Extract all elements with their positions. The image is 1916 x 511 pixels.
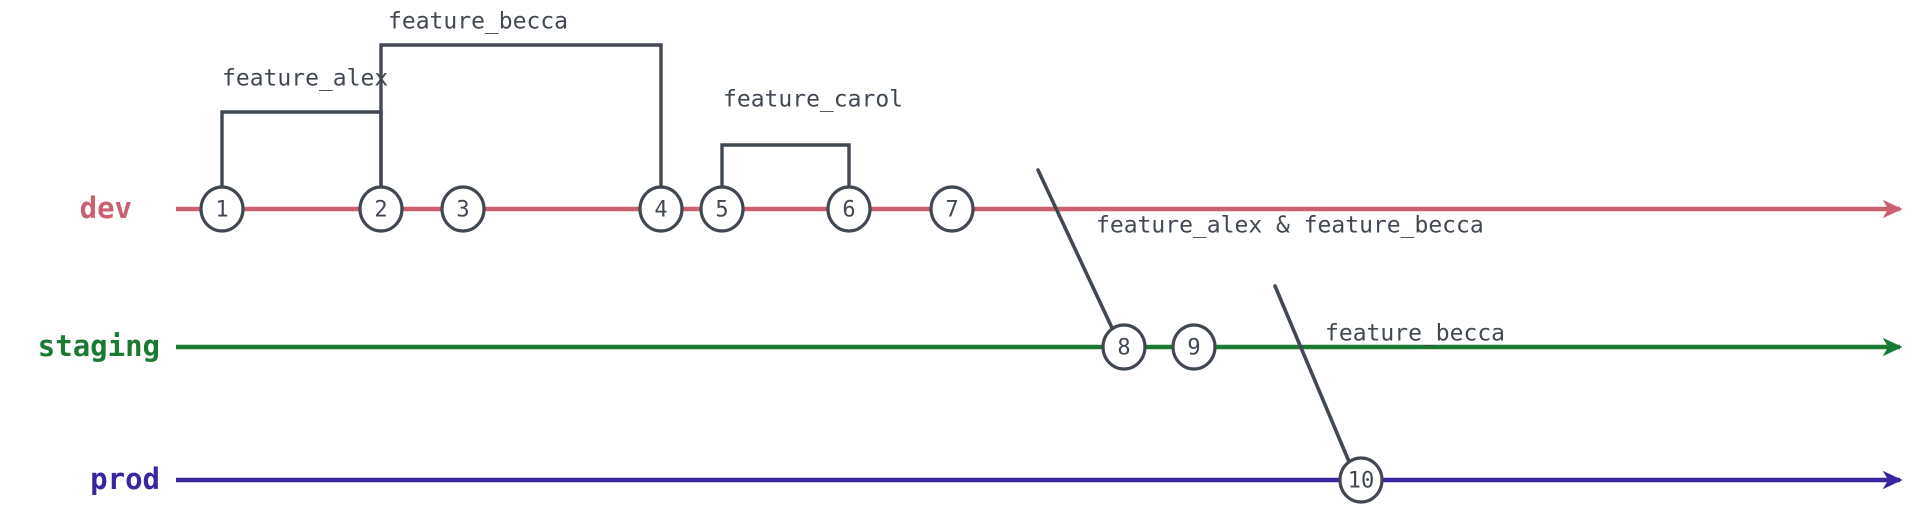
merge-lines-group: feature_alex & feature_becca feature_becc…: [1036, 168, 1505, 466]
feature-label-feature_becca: feature_becca: [388, 9, 568, 35]
commit-node-circle-3[interactable]: [440, 185, 486, 233]
commit-node-circle-1[interactable]: [199, 185, 245, 233]
commit-node-label-4: 4: [654, 198, 667, 223]
merge-line-dev-to-staging: [1036, 168, 1115, 332]
commit-node-circle-8[interactable]: [1101, 323, 1147, 371]
feature-label-feature_alex: feature_alex: [222, 66, 388, 92]
branch-lines-group: [176, 199, 1903, 490]
commit-node-label-6: 6: [842, 198, 855, 223]
commit-node-label-5: 5: [715, 198, 728, 223]
commit-node-circle-5[interactable]: [699, 185, 745, 233]
commit-node-label-8: 8: [1117, 336, 1130, 361]
commit-node-4[interactable]: 4: [638, 185, 684, 233]
commit-node-9[interactable]: 9: [1171, 323, 1217, 371]
commit-node-3[interactable]: 3: [440, 185, 486, 233]
merge-line-staging-to-prod: [1273, 284, 1352, 466]
branch-label-staging: staging: [38, 329, 160, 363]
feature-label-feature_carol: feature_carol: [723, 87, 903, 113]
merge-label-dev-to-staging: feature_alex & feature_becca: [1096, 213, 1484, 239]
feature-brackets-group: feature_alex feature_becca feature_carol: [220, 9, 903, 190]
commit-node-label-3: 3: [456, 198, 469, 223]
commit-node-10[interactable]: 10: [1338, 456, 1384, 504]
commit-node-circle-4[interactable]: [638, 185, 684, 233]
branch-label-prod: prod: [90, 462, 160, 496]
commit-node-label-10: 10: [1348, 469, 1375, 494]
feature-bracket-feature_alex: [220, 110, 383, 190]
commit-node-5[interactable]: 5: [699, 185, 745, 233]
commit-nodes-group: 1 2 3 4 5 6 7 8 9 10: [199, 185, 1384, 504]
commit-node-circle-2[interactable]: [358, 185, 404, 233]
commit-node-1[interactable]: 1: [199, 185, 245, 233]
commit-node-6[interactable]: 6: [826, 185, 872, 233]
commit-node-2[interactable]: 2: [358, 185, 404, 233]
branch-labels-group: dev staging prod: [38, 191, 160, 496]
commit-node-label-7: 7: [945, 198, 958, 223]
branch-label-dev: dev: [80, 191, 132, 225]
commit-node-circle-10[interactable]: [1338, 456, 1384, 504]
feature-bracket-feature_becca: [379, 43, 663, 190]
commit-node-8[interactable]: 8: [1101, 323, 1147, 371]
commit-node-label-1: 1: [215, 198, 228, 223]
merge-label-staging-to-prod: feature_becca: [1325, 321, 1505, 347]
commit-node-label-2: 2: [374, 198, 387, 223]
commit-node-circle-6[interactable]: [826, 185, 872, 233]
commit-node-circle-9[interactable]: [1171, 323, 1217, 371]
commit-node-label-9: 9: [1187, 336, 1200, 361]
commit-node-7[interactable]: 7: [929, 185, 975, 233]
feature-bracket-feature_carol: [720, 143, 851, 190]
commit-node-circle-7[interactable]: [929, 185, 975, 233]
